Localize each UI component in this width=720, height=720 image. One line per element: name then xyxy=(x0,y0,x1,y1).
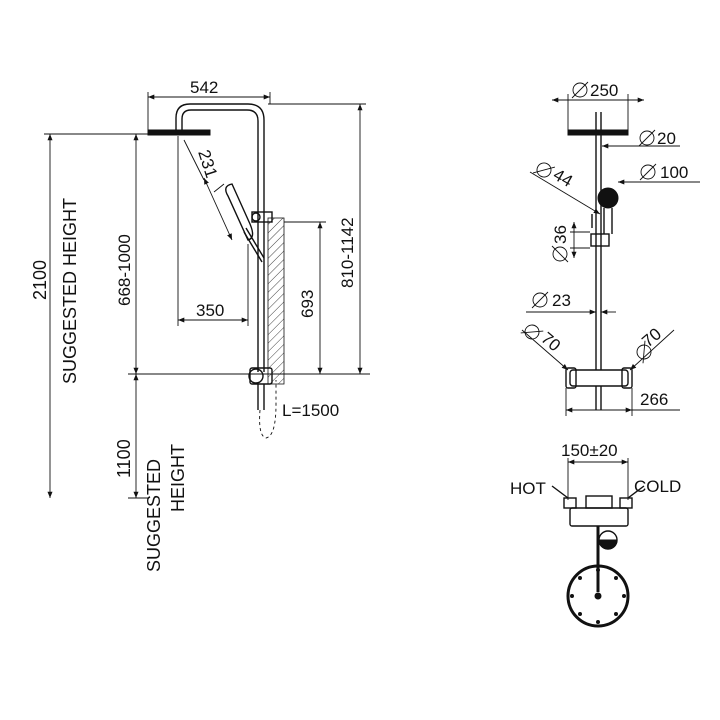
top-shower-head xyxy=(566,564,630,628)
dim-mixer-width: 266 xyxy=(640,390,668,409)
dim-column-range: 810-1142 xyxy=(338,217,357,288)
suggested-height-line2: HEIGHT xyxy=(168,444,188,512)
diameter-symbol-icon xyxy=(638,129,656,147)
diameter-symbol-icon xyxy=(636,340,652,364)
mixer-knob xyxy=(248,368,264,384)
dim-pipe-diameter: 20 xyxy=(657,129,676,148)
dim-reach: 350 xyxy=(196,301,224,320)
diameter-symbol-icon xyxy=(571,81,589,99)
overhead-shower-head xyxy=(147,129,211,136)
cold-label: COLD xyxy=(634,477,681,496)
dim-handshower-diameter: 100 xyxy=(660,163,688,182)
front-view: 250 20 100 44 36 23 xyxy=(520,81,700,416)
suggested-height-label: SUGGESTED HEIGHT xyxy=(60,198,80,384)
thermostatic-mixer xyxy=(249,367,273,385)
top-view: 150±20 HOT COLD xyxy=(510,441,681,628)
dim-slider-diameter: 36 xyxy=(551,225,570,244)
dim-total-height: 2100 xyxy=(30,260,50,300)
dim-handle-diameter: 44 xyxy=(550,165,576,191)
hose xyxy=(259,380,277,439)
dim-adjust-range: 668-1000 xyxy=(115,234,134,306)
nozzle-dots xyxy=(570,568,626,624)
dim-head-to-handshower: 231 xyxy=(194,147,221,180)
top-mixer-body xyxy=(569,507,629,527)
wall-hatch xyxy=(267,217,285,385)
dim-arm-width: 542 xyxy=(190,78,218,97)
front-hand-shower xyxy=(597,187,619,209)
side-view: 542 231 350 693 810-1142 668-1000 2100 S… xyxy=(30,78,370,572)
front-mixer xyxy=(569,369,629,387)
hot-label: HOT xyxy=(510,479,546,498)
dim-mixer-height: 1100 xyxy=(114,439,134,478)
front-shower-head xyxy=(567,129,629,136)
dim-tube-diameter: 23 xyxy=(552,291,571,310)
diameter-symbol-icon xyxy=(531,291,549,309)
dim-bracket-height: 693 xyxy=(298,290,317,318)
diameter-symbol-icon xyxy=(532,162,556,178)
suggested-height-line1: SUGGESTED xyxy=(144,459,164,572)
dim-inlet-spacing: 150±20 xyxy=(561,441,618,460)
diameter-symbol-icon xyxy=(551,245,569,263)
dim-head-diameter: 250 xyxy=(590,81,618,100)
cold-inlet xyxy=(619,497,633,509)
dim-hose-length: L=1500 xyxy=(282,401,339,420)
diameter-symbol-icon xyxy=(639,163,657,181)
bracket-knob xyxy=(251,212,261,222)
diameter-symbol-icon xyxy=(520,324,544,340)
dim-knob-right-diameter: 70 xyxy=(638,324,665,351)
front-slider xyxy=(590,233,610,247)
hot-inlet xyxy=(563,497,577,509)
dim-knob-left-diameter: 70 xyxy=(537,329,564,356)
shower-arm xyxy=(175,103,265,210)
